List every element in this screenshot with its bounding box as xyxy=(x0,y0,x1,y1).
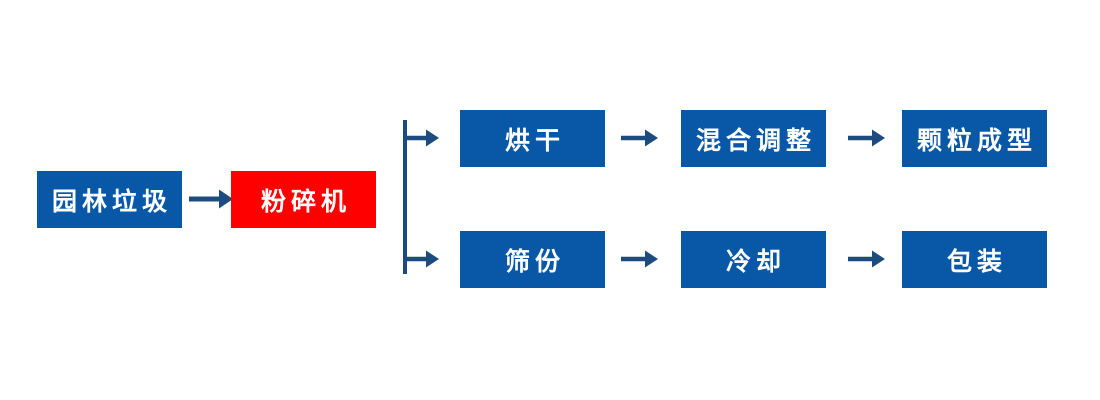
node-sieving: 筛份 xyxy=(460,231,605,288)
node-crusher: 粉碎机 xyxy=(231,171,376,228)
arrow-mixing-to-pellet xyxy=(848,129,885,147)
arrow-garden-waste-to-crusher xyxy=(189,189,233,209)
branch-arrow-top xyxy=(405,129,439,147)
node-drying: 烘干 xyxy=(460,110,605,167)
arrow-drying-to-mixing xyxy=(621,129,658,147)
node-pellet-forming: 颗粒成型 xyxy=(902,110,1047,167)
arrow-cooling-to-packaging xyxy=(848,250,885,268)
node-packaging: 包装 xyxy=(902,231,1047,288)
node-garden-waste: 园林垃圾 xyxy=(37,171,182,228)
node-cooling: 冷却 xyxy=(681,231,826,288)
arrow-sieving-to-cooling xyxy=(621,250,658,268)
node-mixing-adjust: 混合调整 xyxy=(681,110,826,167)
branch-arrow-bottom xyxy=(405,250,439,268)
